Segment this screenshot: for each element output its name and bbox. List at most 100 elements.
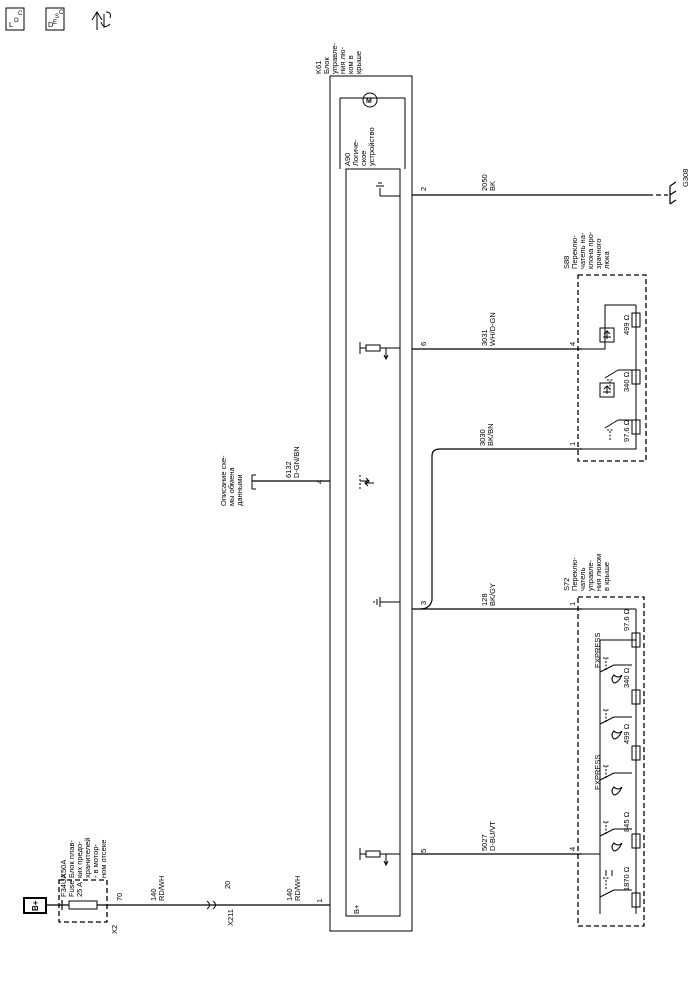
wire-3031-color: WH/D-GN (488, 312, 497, 346)
module-ground-3 (373, 597, 400, 607)
module-a90-logic-outline (345, 168, 401, 917)
wire-128-circuit: 128 (480, 593, 489, 606)
desc-icon-letter-e: E (53, 20, 57, 26)
fuse-block-feed-wire (46, 900, 69, 910)
module-pin-4: 4 (315, 480, 324, 484)
wire-3030 (419, 448, 582, 610)
svg-text:ния люком: ния люком (594, 554, 603, 591)
svg-text:мы обмена: мы обмена (227, 467, 236, 506)
battery-terminal: B+ (23, 897, 47, 914)
ground-g308-label: G308 (681, 169, 690, 187)
wire-140a-color: RD/WH (157, 876, 166, 901)
svg-text:Блок плав-: Блок плав- (67, 840, 76, 878)
module-ground-2 (376, 182, 400, 197)
svg-text:340 Ω: 340 Ω (622, 667, 631, 688)
svg-text:Логиче-: Логиче- (351, 139, 360, 166)
s72-pin-4: 4 (568, 847, 577, 851)
svg-text:люка: люка (602, 251, 611, 269)
data-comm-ref-bracket (251, 474, 256, 490)
module-pin-6: 6 (419, 342, 428, 346)
wire-3030-circuit: 3030 (478, 429, 487, 446)
module-pullup-resistor-5 (359, 848, 400, 867)
module-pin-5: 5 (419, 849, 428, 853)
module-data-arrows-4 (359, 475, 374, 489)
switch-s88-outline (577, 274, 647, 462)
module-k61-outline (329, 75, 413, 932)
fuse-word-label: Fuse (67, 880, 76, 897)
svg-text:Переклю-: Переклю- (570, 235, 579, 269)
svg-text:зрачного: зрачного (594, 238, 603, 269)
wire-140a-circuit: 140 (149, 888, 158, 901)
s72-express-label-1: EXPRESS (593, 755, 602, 790)
fuse-block-outline (58, 879, 108, 923)
svg-text:устройство: устройство (367, 127, 376, 166)
s72-internal-bus (582, 608, 637, 914)
svg-text:хранителей: хранителей (83, 838, 92, 878)
svg-text:чатель: чатель (578, 567, 587, 591)
fuse-block-description: Блок плав- ких предо- хранителей - в мот… (67, 838, 108, 878)
s88-resistor-ladder (631, 312, 641, 435)
svg-text:ния лю-: ния лю- (338, 47, 347, 74)
s88-pin-4: 4 (568, 342, 577, 346)
svg-text:чатель на-: чатель на- (578, 232, 587, 269)
logic-a90-id: A90 (343, 153, 352, 166)
fuse-block-id: X50A (59, 860, 68, 878)
switch-s72-id: S72 (562, 578, 571, 591)
s72-resistor-ladder (631, 632, 641, 908)
module-pullup-resistor-6 (359, 342, 400, 361)
svg-text:ком в: ком в (346, 55, 355, 74)
module-pin-2: 2 (419, 187, 428, 191)
s72-resistor-values: 1870 Ω 845 Ω 499 Ω 340 Ω 97.6 Ω (622, 608, 631, 891)
s88-switch-contacts (604, 369, 632, 440)
svg-text:- в мотор-: - в мотор- (91, 843, 100, 878)
svg-text:499 Ω: 499 Ω (622, 723, 631, 744)
fuse-f34ua (68, 900, 98, 910)
wire-6132-color: D-GN/BN (292, 446, 301, 478)
svg-text:управле-: управле- (586, 559, 595, 591)
desc-icon[interactable]: D E S C (45, 7, 65, 31)
svg-text:97.6 Ω: 97.6 Ω (622, 419, 631, 442)
svg-text:Описание схе-: Описание схе- (219, 455, 228, 506)
s72-switch-contacts (599, 657, 632, 898)
svg-text:клона про-: клона про- (586, 231, 595, 269)
loc-icon-letter-sub: O (14, 18, 19, 24)
wire-2050-circuit: 2050 (480, 174, 489, 191)
s88-pin-1: 1 (568, 442, 577, 446)
svg-text:ких предо-: ких предо- (75, 841, 84, 878)
loc-icon[interactable]: L O C (5, 7, 25, 31)
svg-text:1870 Ω: 1870 Ω (622, 866, 631, 891)
wire-3031-circuit: 3031 (480, 329, 489, 346)
module-pin-1: 1 (315, 899, 324, 903)
desc-icon-letter-main: D (48, 20, 54, 29)
module-k61-description: Блок управле- ния лю- ком в крыше (322, 42, 363, 74)
svg-text:в крыше: в крыше (602, 562, 611, 591)
switch-s72-outline (577, 596, 645, 927)
desc-icon-letter-s: S (55, 14, 59, 20)
module-pin-3: 3 (419, 601, 428, 605)
motor-label: M (366, 98, 372, 105)
svg-text:97.6 Ω: 97.6 Ω (622, 608, 631, 631)
wire-3030-color: BK/BN (486, 423, 495, 446)
fuse-connector-label: X2 (110, 925, 119, 934)
battery-label: B+ (31, 900, 40, 911)
module-k61-id: K61 (314, 61, 323, 74)
switch-s72-description: Переклю- чатель управле- ния люком в кры… (570, 554, 611, 591)
motor-symbol (362, 92, 378, 108)
data-comm-ref-text[interactable]: Описание схе- мы обмена данными (219, 455, 244, 506)
svg-text:Блок: Блок (322, 57, 331, 74)
module-bplus-label: B+ (352, 904, 361, 914)
inline-connector-pin: 20 (223, 881, 232, 889)
s88-tilt-buttons (599, 327, 615, 398)
svg-text:Переклю-: Переклю- (570, 557, 579, 591)
inline-connector-x211 (206, 900, 216, 910)
svg-text:340 Ω: 340 Ω (622, 371, 631, 392)
s72-express-label-2: EXPRESS (593, 633, 602, 668)
wire-5027-circuit: 5027 (480, 834, 489, 851)
s72-hand-icons (611, 674, 623, 852)
wire-2050-color: BK (488, 181, 497, 191)
loc-icon-letter-main: L (9, 20, 13, 29)
svg-text:крыше: крыше (354, 51, 363, 74)
wire-128-color: BK/GY (488, 583, 497, 606)
repair-icon[interactable] (91, 11, 111, 30)
